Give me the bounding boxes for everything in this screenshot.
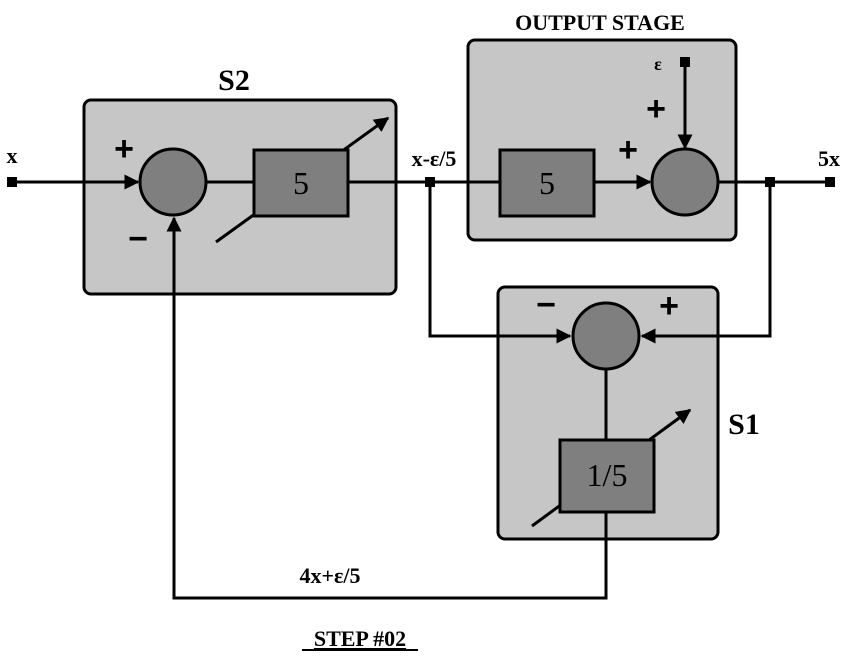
step-caption: STEP #02 [314,626,406,651]
s1-sum-minus-sign: − [536,286,556,324]
s1-sum-plus-sign: + [659,287,679,325]
s1-stage-panel [496,285,720,541]
s2-sum-plus-sign: + [114,130,134,168]
output-signal-label: 5x [818,146,840,171]
out-sum-plus-left-sign: + [618,131,638,169]
s1-gain-label: 1/5 [587,457,628,493]
input-terminal [7,177,17,187]
output-summing-junction [650,147,720,217]
out-sum-plus-top-sign: + [646,90,666,128]
s1-stage-title: S1 [728,408,760,441]
output-node [765,177,775,187]
s1-minus-input-wire [428,182,572,344]
s2-sum-minus-sign: − [128,220,148,258]
s1-plus-input-wire [640,182,772,344]
s2-gain-label: 5 [293,165,309,201]
s2-stage-title: S2 [218,64,250,97]
intermediate-node [425,177,435,187]
s1-gain-block [558,438,656,514]
error-signal-label: ε [654,54,662,74]
feedback-signal-label: 4x+ε/5 [299,563,360,588]
s1-summing-junction [571,301,641,371]
input-signal-label: x [7,143,18,168]
s2-gain-block [252,148,350,218]
output-gain-label: 5 [539,165,555,201]
error-terminal [680,57,690,67]
output-terminal [825,177,835,187]
output-gain-block [498,148,596,218]
intermediate-signal-label: x-ε/5 [412,146,457,171]
feedback-wire [166,216,608,600]
output-stage-title: OUTPUT STAGE [515,10,685,35]
s2-summing-junction [138,147,208,217]
